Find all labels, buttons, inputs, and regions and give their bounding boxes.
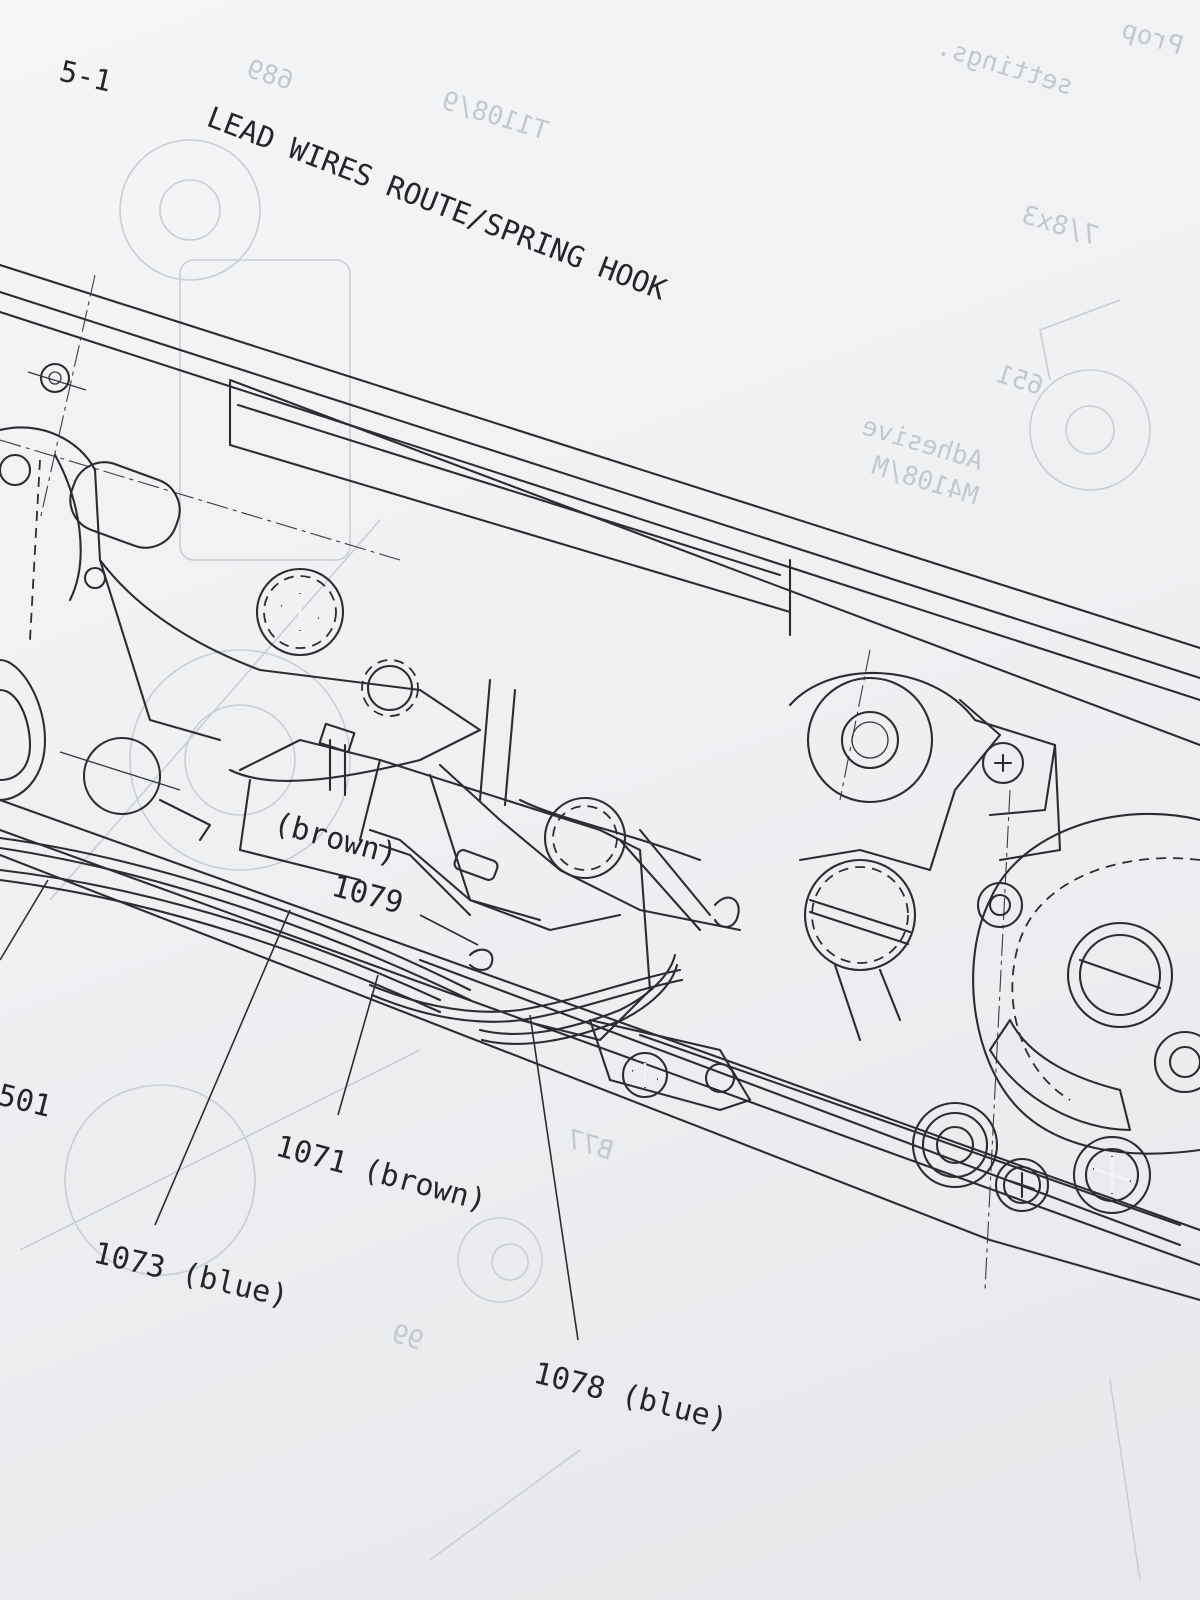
bleed-text-line-2: Prop	[1118, 15, 1187, 62]
label-1079: 1079	[328, 869, 407, 922]
spring-lever	[428, 763, 742, 932]
roller-right-top	[788, 671, 1062, 862]
mechanism-assembly	[0, 263, 1200, 1302]
label-1071: 1071 (brown)	[272, 1129, 490, 1219]
left-lever-plate	[0, 426, 482, 802]
diagram-title: LEAD WIRES ROUTE/SPRING HOOK	[202, 100, 671, 307]
screw-bottom-right-a	[911, 1101, 999, 1189]
bleed-screw: 7/8x3	[1018, 200, 1102, 252]
roller-left	[59, 736, 212, 842]
chassis-rails	[0, 263, 1200, 1302]
bleed-stamp: T1108/9	[438, 86, 552, 147]
bleed-text-line-1: settings.	[933, 32, 1077, 102]
screw-top-left	[255, 567, 345, 657]
section-number: 5-1	[56, 54, 115, 99]
bleed-part-689: 689	[243, 54, 297, 96]
bleed-part-99: 99	[388, 1319, 427, 1357]
label-1073: 1073 (blue)	[90, 1236, 291, 1315]
leader-1078	[529, 1014, 579, 1341]
screw-bottom-right-c	[1072, 1135, 1152, 1215]
leader-1071	[337, 974, 379, 1116]
lead-wire-bundle	[0, 828, 684, 1045]
screw-bottom-center	[588, 1018, 752, 1112]
label-1078: 1078 (blue)	[530, 1356, 731, 1438]
pin-hole	[361, 659, 419, 717]
leader-501	[0, 879, 49, 961]
datum-target-mark	[27, 362, 87, 394]
center-bracket	[238, 678, 652, 1042]
gear-large	[803, 858, 917, 1042]
callout-leaders	[0, 879, 579, 1341]
cam-plate	[972, 812, 1200, 1155]
bleed-through-layer: Adhesive M4108/M 651 689 T1108/9 7/8x3 s…	[19, 15, 1187, 1581]
leader-1079	[419, 914, 479, 946]
center-roller	[518, 796, 702, 880]
label-501: 501	[0, 1078, 55, 1125]
right-lever	[798, 698, 1025, 929]
bleed-part-b77: B77	[563, 1124, 617, 1166]
bleed-part-651: 651	[993, 359, 1047, 401]
screw-bottom-right-b	[994, 1157, 1050, 1213]
leader-1073	[154, 909, 291, 1226]
